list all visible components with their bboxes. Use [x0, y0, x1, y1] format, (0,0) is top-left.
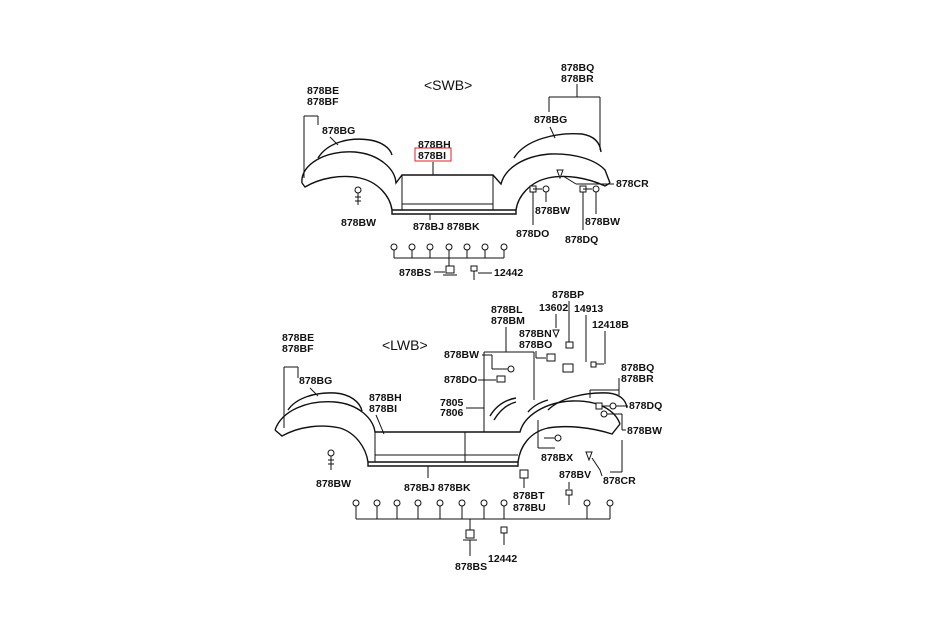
- lwb-label-12418b: 12418B: [592, 319, 629, 331]
- swb-label-878bq: 878BQ: [561, 62, 594, 74]
- lwb-right-flare: [547, 392, 628, 411]
- lwb-trim-7805: [489, 397, 517, 417]
- lwb-clip-878bp: [565, 341, 574, 349]
- lwb-label-878bt: 878BT: [513, 490, 545, 502]
- swb-label-878do: 878DO: [516, 228, 549, 240]
- swb-label-878bs: 878BS: [399, 267, 431, 279]
- lwb-label-878bf: 878BF: [282, 343, 314, 355]
- lwb-label-878bj-bk: 878BJ 878BK: [404, 482, 471, 494]
- lwb-label-878bp: 878BP: [552, 289, 584, 301]
- lwb-label-878be: 878BE: [282, 332, 314, 344]
- lwb-label-7806: 7806: [440, 407, 464, 419]
- lwb-bracket-878bo: [562, 363, 574, 373]
- lwb-screw-12418b: [590, 361, 604, 368]
- swb-label-878cr: 878CR: [616, 178, 649, 190]
- lwb-label-878dq: 878DQ: [629, 400, 662, 412]
- lwb-label-878bh: 878BH: [369, 392, 402, 404]
- lwb-label-14913: 14913: [574, 303, 603, 315]
- swb-label-878be: 878BE: [307, 85, 339, 97]
- swb-label-878bg-right: 878BG: [534, 114, 567, 126]
- lwb-label-878bw-right: 878BW: [627, 425, 662, 437]
- lwb-label-878bx: 878BX: [541, 452, 573, 464]
- lwb-label-878br: 878BR: [621, 373, 654, 385]
- swb-clip-878bs: [443, 265, 457, 276]
- lwb-label-12442: 12442: [488, 553, 517, 565]
- lwb-label-878bu: 878BU: [513, 502, 546, 514]
- lwb-label-878bi: 878BI: [369, 403, 397, 415]
- lwb-clip-878bs: [463, 529, 477, 556]
- swb-label-878bj-bk: 878BJ 878BK: [413, 221, 480, 233]
- lwb-label-878bg: 878BG: [299, 375, 332, 387]
- swb-highlight-box: [414, 147, 452, 162]
- lwb-label-878bv: 878BV: [559, 469, 591, 481]
- lwb-title: <LWB>: [382, 337, 428, 353]
- swb-clip-878cr: [556, 169, 564, 180]
- lwb-left-flare: [287, 392, 363, 412]
- swb-label-12442: 12442: [494, 267, 523, 279]
- lwb-bracket-878do: [496, 375, 506, 383]
- lwb-screw-878bv: [565, 489, 573, 505]
- swb-label-878bw-right: 878BW: [585, 216, 620, 228]
- lwb-label-878bn: 878BN: [519, 328, 552, 340]
- lwb-label-878bm: 878BM: [491, 315, 525, 327]
- lwb-screw-12442: [500, 526, 508, 545]
- lwb-label-878bl: 878BL: [491, 304, 523, 316]
- lwb-clip-878cr: [585, 451, 593, 462]
- lwb-label-878bw-left: 878BW: [316, 478, 351, 490]
- swb-label-878dq: 878DQ: [565, 234, 598, 246]
- swb-left-flare: [317, 138, 393, 159]
- swb-body-outline: [301, 151, 611, 215]
- lwb-bracket-878dq: [595, 402, 617, 418]
- lwb-clip-878bt: [519, 469, 529, 479]
- lwb-strip-878bl: [527, 399, 549, 413]
- swb-screw-12442: [470, 265, 478, 280]
- lwb-screw-878bw-left: [327, 449, 335, 470]
- lwb-body-outline: [274, 400, 621, 467]
- lwb-trim-7806: [493, 401, 517, 421]
- swb-title: <SWB>: [424, 77, 472, 93]
- lwb-label-13602: 13602: [539, 302, 568, 314]
- swb-label-878br: 878BR: [561, 73, 594, 85]
- swb-label-878bg-left: 878BG: [322, 125, 355, 137]
- swb-fastener-row: [390, 243, 508, 266]
- lwb-label-878bo: 878BO: [519, 339, 552, 351]
- swb-right-flare: [513, 133, 602, 159]
- lwb-screw-878bx: [544, 434, 562, 442]
- lwb-label-878bq: 878BQ: [621, 362, 654, 374]
- swb-bracket-878dq: [579, 185, 600, 230]
- lwb-fastener-row: [352, 499, 614, 530]
- lwb-screw-878bw-upper: [507, 365, 515, 373]
- swb-label-878bf: 878BF: [307, 96, 339, 108]
- lwb-label-878do: 878DO: [444, 374, 477, 386]
- swb-label-878bw-mid: 878BW: [535, 205, 570, 217]
- lwb-label-7805: 7805: [440, 397, 464, 409]
- lwb-label-878bs: 878BS: [455, 561, 487, 573]
- swb-label-878bi: 878BI: [418, 150, 446, 162]
- swb-label-878bw-left: 878BW: [341, 217, 376, 229]
- lwb-label-878cr: 878CR: [603, 475, 636, 487]
- swb-screw-878bw-left: [354, 186, 362, 205]
- lwb-bracket-878bn: [546, 353, 556, 362]
- lwb-clip-13602: [552, 329, 560, 339]
- lwb-label-878bw-upper: 878BW: [444, 349, 479, 361]
